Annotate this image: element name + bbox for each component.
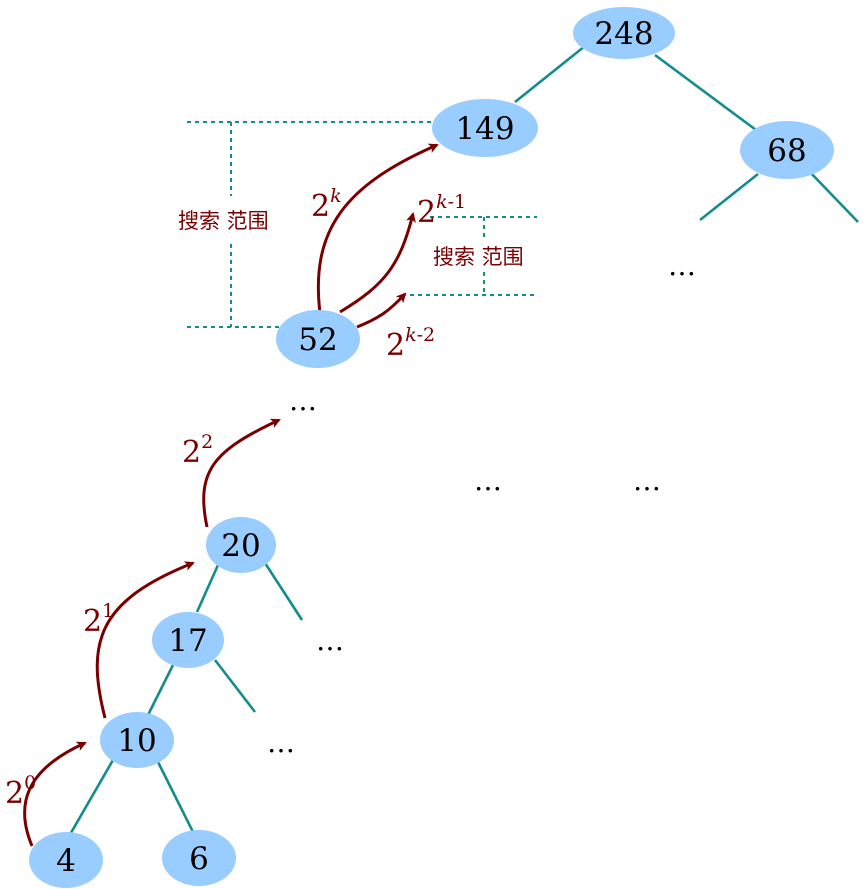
node-17-shape xyxy=(152,612,224,668)
edge-68-left xyxy=(699,172,759,222)
jump-arrow-2-k-1 xyxy=(339,212,416,314)
node-17-label: 17 xyxy=(168,623,207,659)
tree-edges xyxy=(66,44,859,839)
edge-17-right xyxy=(213,659,257,713)
jump-label-2-2: 22 xyxy=(182,431,213,470)
edge-20-17 xyxy=(195,564,220,613)
jump-label-2-k-1: 2k-1 xyxy=(417,191,466,230)
ellipsis-middle-1: … xyxy=(474,464,504,497)
tree-nodes: 248 149 68 52 20 17 10 4 xyxy=(29,7,834,888)
node-20-shape xyxy=(206,517,276,573)
jump-label-2-1: 21 xyxy=(83,600,114,639)
node-68-shape xyxy=(740,121,834,179)
jump-arrow-2-1 xyxy=(95,561,195,719)
node-4-label: 4 xyxy=(56,843,76,879)
edge-248-68 xyxy=(654,53,757,132)
ellipsis-marks: … … … … … … xyxy=(267,249,698,759)
node-149-label: 149 xyxy=(455,111,514,147)
jump-arrows xyxy=(23,143,439,847)
node-10: 10 xyxy=(100,712,174,768)
node-248: 248 xyxy=(573,7,675,59)
node-149-shape xyxy=(432,99,538,157)
edge-68-right xyxy=(807,169,859,223)
edge-20-right xyxy=(263,562,304,621)
inner-search-range-label: 搜索 范围 xyxy=(433,245,524,269)
node-248-label: 248 xyxy=(594,16,653,52)
node-52: 52 xyxy=(276,310,360,368)
ellipsis-middle-2: … xyxy=(633,464,663,497)
jump-label-2-k-2: 2k-2 xyxy=(386,324,435,363)
node-6-shape xyxy=(162,830,236,886)
search-range-inner: 搜索 范围 xyxy=(410,216,537,296)
jump-arrow-2-2 xyxy=(202,418,281,528)
node-17: 17 xyxy=(152,612,224,668)
jump-arrow-2-k-2 xyxy=(356,292,407,329)
ellipsis-above-20: … xyxy=(289,384,319,417)
node-68-label: 68 xyxy=(767,133,806,169)
ellipsis-right-of-68: … xyxy=(668,249,698,282)
edge-248-149 xyxy=(514,44,586,104)
ellipsis-right-of-20: … xyxy=(316,624,346,657)
node-68: 68 xyxy=(740,121,834,179)
node-4: 4 xyxy=(29,832,103,888)
node-52-label: 52 xyxy=(298,322,337,358)
node-6-label: 6 xyxy=(189,841,209,877)
node-6: 6 xyxy=(162,830,236,886)
node-248-shape xyxy=(573,7,675,59)
search-range-label: 搜索 范围 xyxy=(178,209,269,233)
jump-arrow-2-k xyxy=(316,143,439,314)
search-range-main: 搜索 范围 xyxy=(178,121,440,328)
node-4-shape xyxy=(29,832,103,888)
node-52-shape xyxy=(276,310,360,368)
edge-17-10 xyxy=(146,662,176,716)
jump-label-2-0: 20 xyxy=(5,772,36,811)
node-20-label: 20 xyxy=(221,528,260,564)
node-10-label: 10 xyxy=(117,723,156,759)
node-10-shape xyxy=(100,712,174,768)
node-149: 149 xyxy=(432,99,538,157)
jump-arrow-2-0 xyxy=(23,741,87,847)
ellipsis-right-of-17: … xyxy=(267,726,297,759)
edge-10-6 xyxy=(155,759,197,837)
node-20: 20 xyxy=(206,517,276,573)
jump-label-2-k: 2k xyxy=(311,185,342,224)
edge-10-4 xyxy=(66,759,115,839)
jump-labels: 20 21 22 2k 2k-1 2k-2 xyxy=(5,185,466,811)
